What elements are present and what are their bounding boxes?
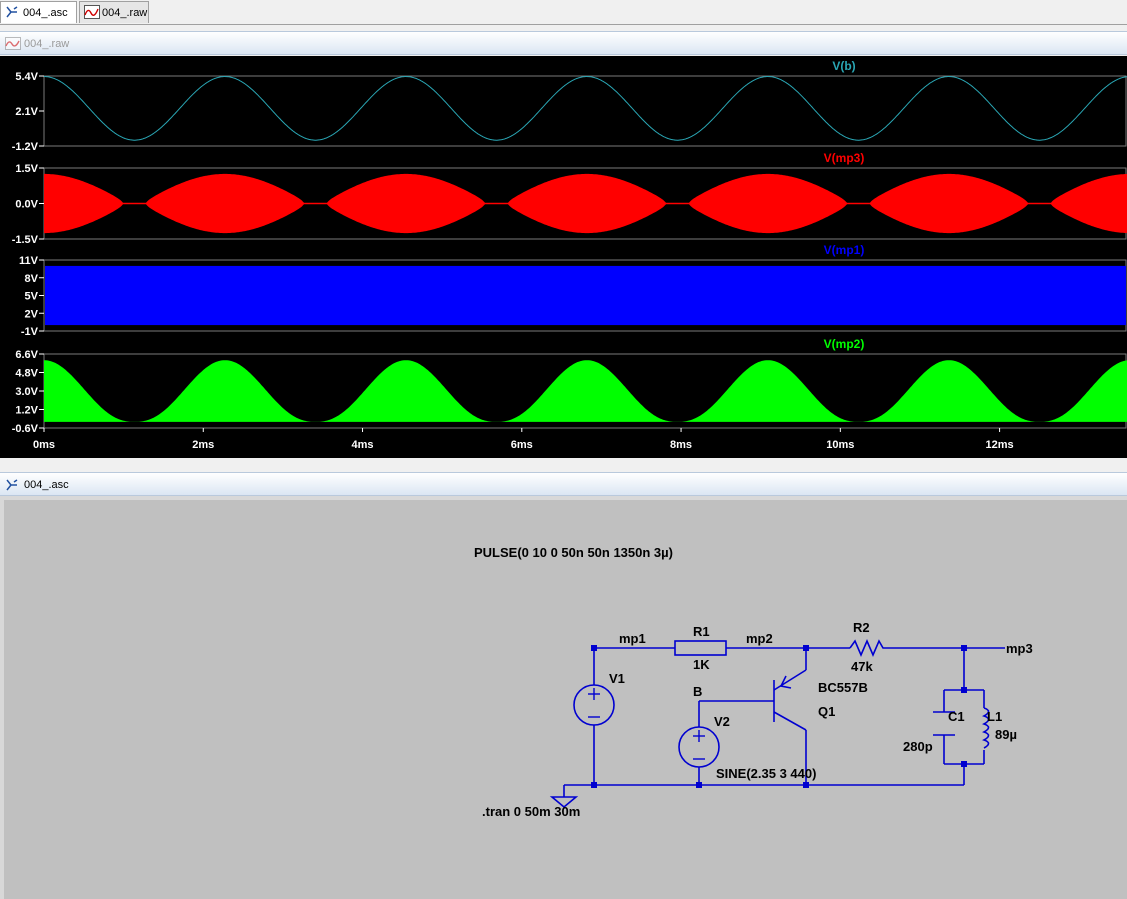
trace-label[interactable]: V(b): [832, 59, 855, 73]
y-tick-label: 8V: [25, 273, 39, 285]
tab-004-asc[interactable]: 004_.asc: [0, 1, 77, 23]
tab-label: 004_.asc: [23, 7, 68, 19]
net-label-b: B: [693, 684, 702, 699]
resistor-r2[interactable]: [849, 638, 886, 658]
tab-label: 004_.raw: [102, 7, 148, 19]
schematic-window-title: 004_.asc: [24, 479, 69, 491]
net-label-mp3: mp3: [1006, 641, 1033, 656]
net-label-mp1: mp1: [619, 631, 646, 646]
voltage-source-v2[interactable]: [678, 726, 720, 768]
x-tick-label: 2ms: [192, 439, 214, 451]
schematic-icon: [6, 6, 18, 18]
waveform-icon: [84, 5, 100, 19]
trace-label[interactable]: V(mp2): [824, 337, 865, 351]
x-tick-label: 12ms: [986, 439, 1014, 451]
r1-value: 1K: [693, 657, 710, 672]
voltage-source-v1[interactable]: [573, 684, 615, 726]
transistor-q1[interactable]: [773, 662, 807, 731]
l1-name: L1: [987, 709, 1002, 724]
y-tick-label: -1.5V: [12, 234, 39, 246]
x-tick-label: 8ms: [670, 439, 692, 451]
schematic-canvas[interactable]: PULSE(0 10 0 50n 50n 1350n 3µ) mp1 R1 1K…: [4, 500, 1127, 899]
y-tick-label: 1.5V: [15, 163, 38, 175]
y-tick-label: 2.1V: [15, 106, 38, 118]
trace-vmp2[interactable]: [44, 360, 1127, 422]
x-tick-label: 0ms: [33, 439, 55, 451]
y-tick-label: 5V: [25, 291, 39, 303]
capacitor-c1[interactable]: [933, 711, 955, 736]
y-tick-label: 3.0V: [15, 386, 38, 398]
c1-value: 280p: [903, 739, 933, 754]
r1-name: R1: [693, 624, 710, 639]
y-tick-label: -1V: [21, 326, 39, 338]
wires: [563, 647, 1005, 797]
q1-model: BC557B: [818, 680, 868, 695]
pulse-directive[interactable]: PULSE(0 10 0 50n 50n 1350n 3µ): [474, 545, 673, 560]
trace-label[interactable]: V(mp3): [824, 151, 865, 165]
resistor-r1[interactable]: [674, 640, 727, 656]
trace-label[interactable]: V(mp1): [824, 243, 865, 257]
y-tick-label: 5.4V: [15, 71, 38, 83]
y-tick-label: 1.2V: [15, 405, 38, 417]
r2-name: R2: [853, 620, 870, 635]
v2-name: V2: [714, 714, 730, 729]
y-tick-label: 11V: [19, 255, 39, 267]
x-tick-label: 10ms: [826, 439, 854, 451]
tab-004-raw[interactable]: 004_.raw: [79, 1, 149, 23]
window-separator: [0, 458, 1127, 466]
x-tick-label: 4ms: [352, 439, 374, 451]
y-tick-label: 0.0V: [15, 199, 38, 211]
trace-vmp3[interactable]: [44, 173, 1127, 234]
schematic-window-titlebar[interactable]: 004_.asc: [0, 472, 1127, 496]
v1-name: V1: [609, 671, 625, 686]
sine-directive[interactable]: SINE(2.35 3 440): [716, 766, 816, 781]
ground-symbol[interactable]: [549, 796, 579, 809]
c1-name: C1: [948, 709, 965, 724]
trace-vb[interactable]: [44, 76, 1127, 141]
waveform-plot[interactable]: V(b) 5.4V 2.1V -1.2V V(mp3) 1.5V 0.0V -1.5V V(mp…: [0, 56, 1127, 458]
plot-window-title: 004_.raw: [24, 38, 70, 50]
document-tab-bar: 004_.asc 004_.raw: [0, 0, 1127, 25]
y-tick-label: 6.6V: [15, 349, 38, 361]
schematic-icon: [6, 479, 18, 491]
inductor-l1[interactable]: [982, 707, 990, 749]
y-tick-label: 2V: [25, 308, 39, 320]
plot-window-titlebar[interactable]: 004_.raw: [0, 31, 1127, 55]
net-label-mp2: mp2: [746, 631, 773, 646]
q1-name: Q1: [818, 704, 835, 719]
tran-directive[interactable]: .tran 0 50m 30m: [482, 804, 580, 819]
waveform-icon: [5, 37, 21, 50]
y-tick-label: 4.8V: [15, 368, 38, 380]
y-tick-label: -1.2V: [12, 141, 39, 153]
l1-value: 89µ: [995, 727, 1017, 742]
junction-dots: [591, 645, 967, 788]
y-tick-label: -0.6V: [12, 423, 39, 435]
r2-value: 47k: [851, 659, 873, 674]
plot-pane-frame: [43, 75, 1127, 147]
trace-vmp1[interactable]: [45, 265, 1126, 326]
x-tick-label: 6ms: [511, 439, 533, 451]
